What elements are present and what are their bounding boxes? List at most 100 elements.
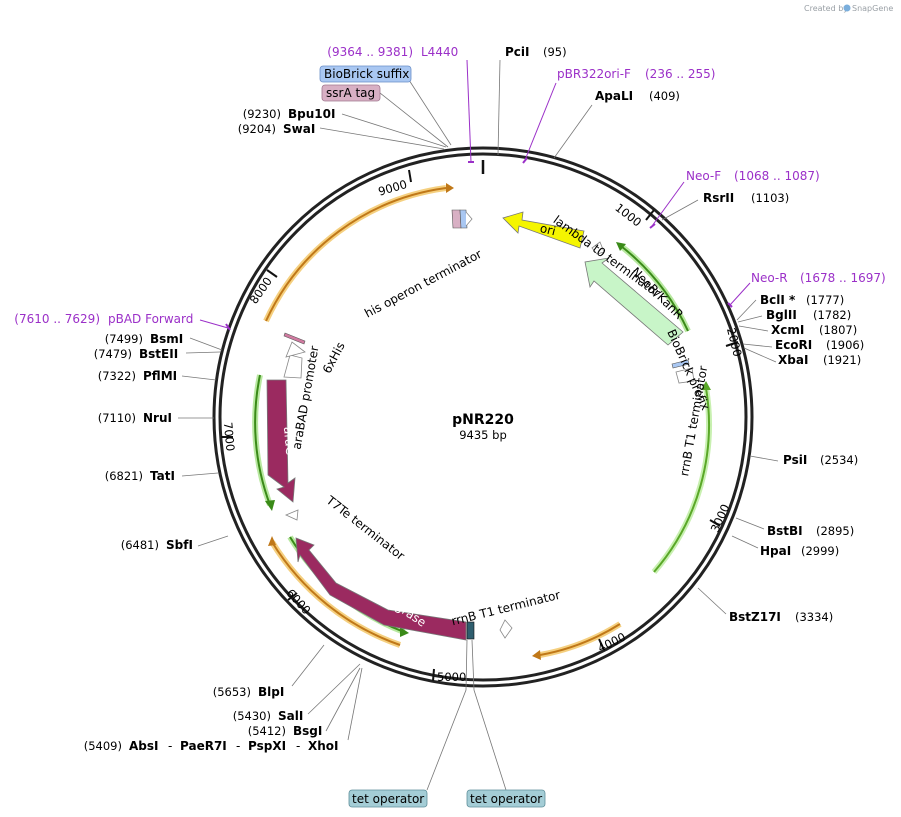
- enzyme-pos-swai: (9204): [238, 122, 276, 136]
- enzyme-pos-xcmi: (1807): [819, 323, 857, 337]
- enzyme-name-bcli[interactable]: BclI *: [760, 293, 796, 307]
- tick-label-7000: 7000: [221, 421, 237, 451]
- leader-hpai: [731, 535, 759, 549]
- feature-biobrick-prefix[interactable]: [671, 359, 690, 369]
- tick-4000: [598, 638, 605, 651]
- boxed-labels: BioBrick suffix ssrA tag tet operator te…: [319, 65, 546, 808]
- feature-6xhis[interactable]: [283, 332, 306, 345]
- his-operon-terminator-icon: [465, 211, 473, 227]
- enzyme-name-xbai[interactable]: XbaI: [778, 353, 808, 367]
- orf-arc-9000-halo: [263, 185, 447, 323]
- enzyme-name-rsrii[interactable]: RsrII: [703, 191, 734, 205]
- leader-apali: [553, 104, 593, 159]
- primer-range-neof: (1068 .. 1087): [734, 169, 820, 183]
- enzyme-pos-apali: (409): [649, 89, 680, 103]
- enzyme-pos-tati: (6821): [105, 469, 143, 483]
- backbone-inner-circle: [218, 152, 748, 682]
- enzyme-leaders: [178, 59, 779, 791]
- leader-swai: [319, 127, 445, 150]
- enzyme-pos-bsgi: (5412): [248, 724, 286, 738]
- t7te-terminator-icon: [284, 509, 299, 521]
- credit-brand: SnapGene: [852, 4, 893, 13]
- enzyme-name-bstz17i[interactable]: BstZ17I: [729, 610, 781, 624]
- tick-1000: [645, 209, 655, 221]
- snapgene-credit: Created by SnapGene: [804, 4, 893, 13]
- enzyme-pos-sali: (5430): [233, 709, 271, 723]
- tet-operator-box-2[interactable]: [466, 789, 546, 808]
- enzyme-labels: PciI (95) ApaLI (409) RsrII (1103) BclI …: [505, 45, 864, 624]
- enzyme-name-nrui[interactable]: NruI: [143, 411, 172, 425]
- feature-arabad-promoter[interactable]: [283, 354, 303, 379]
- enzyme-name-bstbi[interactable]: BstBI: [767, 524, 803, 538]
- enzyme-separator-3: -: [296, 739, 300, 753]
- primer-leaders: [199, 59, 751, 331]
- enzyme-name-hpai[interactable]: HpaI: [760, 544, 791, 558]
- leader-blpi: [291, 644, 325, 687]
- orf-arc-6000: [271, 541, 401, 646]
- feature-biobrick-suffix[interactable]: [459, 209, 468, 229]
- enzyme-name-xhoi[interactable]: XhoI: [308, 739, 339, 753]
- feature-bxb1[interactable]: [295, 537, 467, 641]
- primer-mark-neof: [649, 223, 656, 229]
- snapgene-logo-icon: [843, 4, 851, 12]
- enzyme-pos-bcli: (1777): [806, 293, 844, 307]
- ssra-tag-box[interactable]: [321, 84, 381, 102]
- enzyme-name-bsgi[interactable]: BsgI: [293, 724, 322, 738]
- plasmid-title: pNR220 9435 bp: [452, 412, 514, 442]
- enzyme-name-pspxi[interactable]: PspXI: [248, 739, 286, 753]
- enzyme-name-pflmi[interactable]: PflMI: [143, 369, 177, 383]
- feature-ssra-tag[interactable]: [451, 209, 462, 229]
- enzyme-name-blpi[interactable]: BlpI: [258, 685, 284, 699]
- primer-name-neor[interactable]: Neo-R: [751, 271, 788, 285]
- enzyme-name-paer7i[interactable]: PaeR7I: [180, 739, 227, 753]
- enzyme-pos-sbfi: (6481): [121, 538, 159, 552]
- leader-tet-operator-2: [471, 639, 507, 791]
- enzyme-name-ecori[interactable]: EcoRI: [775, 338, 812, 352]
- primer-name-pbr322[interactable]: pBR322ori-F: [557, 67, 631, 81]
- enzyme-name-bpu10i[interactable]: Bpu10I: [288, 107, 335, 121]
- primer-mark-pbad: [225, 323, 231, 331]
- enzyme-name-absi[interactable]: AbsI: [129, 739, 158, 753]
- primer-name-l4440[interactable]: L4440: [421, 45, 458, 59]
- enzyme-name-bsteii[interactable]: BstEII: [139, 347, 178, 361]
- enzyme-name-swai[interactable]: SwaI: [283, 122, 315, 136]
- leader-ssra: [379, 92, 449, 148]
- feature-arabad-label: araBAD promoter: [290, 345, 322, 451]
- orf-arc-arac: [254, 374, 271, 506]
- enzyme-name-psii[interactable]: PsiI: [783, 453, 807, 467]
- biobrick-suffix-box[interactable]: [319, 65, 412, 83]
- orf-arc-bxb1-head: [400, 627, 409, 637]
- primer-range-neor: (1678 .. 1697): [800, 271, 886, 285]
- primer-name-neof[interactable]: Neo-F: [686, 169, 721, 183]
- enzyme-pos-pflmi: (7322): [98, 369, 136, 383]
- orf-arc-3000: [653, 387, 710, 573]
- primer-name-pbad[interactable]: pBAD Forward: [108, 312, 193, 326]
- enzyme-pos-psii: (2534): [820, 453, 858, 467]
- tick-9000: [408, 169, 412, 183]
- primer-range-l4440: (9364 .. 9381): [327, 45, 413, 59]
- feature-tet-operator[interactable]: [466, 621, 475, 640]
- tet-operator-box-1[interactable]: [348, 789, 428, 808]
- enzyme-name-bglii[interactable]: BglII: [766, 308, 797, 322]
- enzyme-name-tati[interactable]: TatI: [150, 469, 175, 483]
- leader-biobrick-suffix: [408, 79, 452, 146]
- enzyme-pos-blpi: (5653): [213, 685, 251, 699]
- enzyme-name-sali[interactable]: SalI: [278, 709, 303, 723]
- enzyme-name-pcii[interactable]: PciI: [505, 45, 530, 59]
- primer-range-pbad: (7610 .. 7629): [14, 312, 100, 326]
- enzyme-name-xcmi[interactable]: XcmI: [771, 323, 804, 337]
- leader-pcii: [497, 59, 501, 156]
- feature-neo[interactable]: [584, 257, 684, 346]
- ssra-tag-label: ssrA tag: [326, 86, 375, 100]
- enzyme-name-bsmi[interactable]: BsmI: [150, 332, 183, 346]
- feature-arac[interactable]: [266, 379, 296, 503]
- enzyme-pos-pcii: (95): [543, 45, 567, 59]
- enzyme-pos-bstz17i: (3334): [795, 610, 833, 624]
- feature-ori[interactable]: [502, 211, 585, 249]
- leader-tati: [181, 472, 219, 477]
- enzyme-name-apali[interactable]: ApaLI: [595, 89, 633, 103]
- orf-arc-6000-head: [268, 536, 276, 546]
- enzyme-name-sbfi[interactable]: SbfI: [166, 538, 193, 552]
- leader-xhoi: [347, 667, 363, 741]
- enzyme-labels-left: (5653) BlpI (5430) SalI (5412) BsgI (540…: [84, 107, 339, 753]
